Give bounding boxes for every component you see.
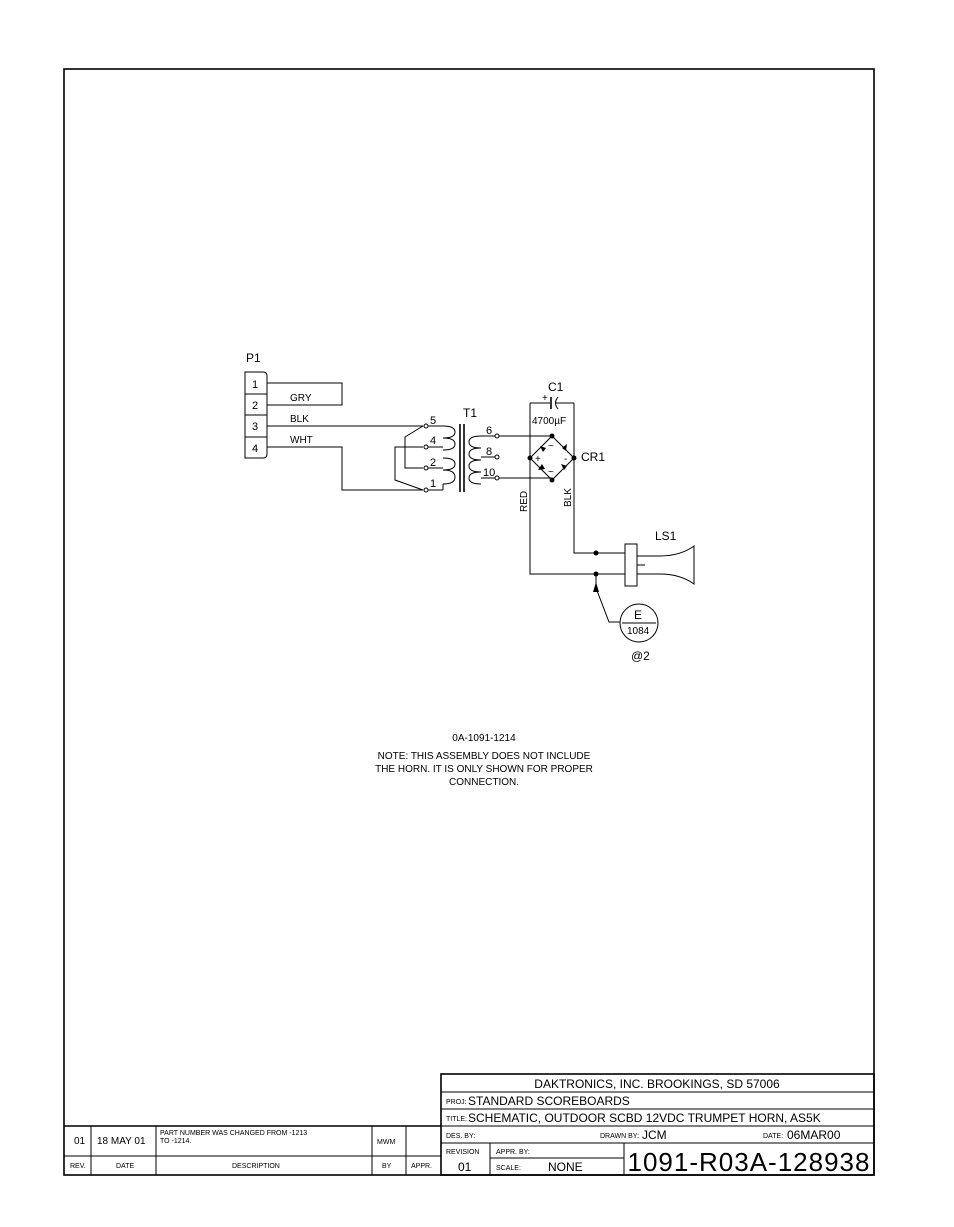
t1-pin-4: 4: [430, 435, 436, 447]
capacitor-ref: C1: [548, 380, 564, 394]
pin-4: 4: [252, 443, 258, 455]
rev-row-rev: 01: [74, 1136, 86, 1147]
drawing-border: [63, 68, 875, 1176]
scale-value: NONE: [548, 1160, 583, 1174]
des-by-label: DES. BY:: [446, 1133, 475, 1140]
revision-value: 01: [458, 1160, 472, 1174]
pin-3: 3: [252, 421, 258, 433]
rev-row-desc-2: TO -1214.: [160, 1138, 191, 1145]
speaker-ls1: LS1: [624, 529, 695, 587]
bridge-plus: +: [535, 454, 541, 465]
rev-header-appr: APPR.: [411, 1163, 432, 1170]
proj-value: STANDARD SCOREBOARDS: [468, 1094, 630, 1108]
note-line-3: CONNECTION.: [449, 777, 519, 788]
drawn-by-value: JCM: [642, 1128, 667, 1142]
callout-sheet: @2: [631, 649, 650, 663]
bridge-ac-bottom: ~: [548, 467, 554, 478]
wire-label-blk-secondary: BLK: [563, 488, 574, 507]
speaker-ref: LS1: [655, 529, 677, 543]
rev-header-description: DESCRIPTION: [232, 1163, 280, 1170]
capacitor-polarity: +: [542, 393, 548, 404]
detail-callout: E 1084 @2: [593, 574, 659, 663]
capacitor-c1: C1 + 4700µF: [530, 380, 574, 427]
note-line-1: NOTE: THIS ASSEMBLY DOES NOT INCLUDE: [378, 751, 591, 762]
scale-label: SCALE:: [496, 1165, 521, 1172]
bridge-cr1: CR1 ~ ~ + -: [527, 433, 605, 483]
drawing-number: 1091-R03A-128938: [628, 1147, 871, 1177]
connector-ref: P1: [246, 351, 261, 365]
bridge-ref: CR1: [581, 450, 605, 464]
t1-pin-6: 6: [486, 425, 492, 437]
callout-letter: E: [634, 608, 642, 622]
connector-p1: P1 1 2 3 4: [244, 351, 268, 459]
wire-label-blk: BLK: [290, 414, 309, 425]
pin-2: 2: [252, 400, 258, 412]
date-label: DATE:: [763, 1133, 783, 1140]
wire-label-red: RED: [519, 491, 530, 512]
capacitor-value: 4700µF: [532, 416, 566, 427]
note-line-2: THE HORN. IT IS ONLY SHOWN FOR PROPER: [375, 764, 593, 775]
proj-label: PROJ:: [446, 1099, 467, 1106]
connector-body: [244, 371, 268, 459]
date-value: 06MAR00: [787, 1128, 841, 1142]
title-label: TITLE:: [446, 1116, 467, 1123]
title-value: SCHEMATIC, OUTDOOR SCBD 12VDC TRUMPET HO…: [468, 1111, 821, 1125]
t1-pin-2: 2: [430, 457, 436, 469]
t1-pin-10: 10: [483, 467, 495, 479]
part-number: 0A-1091-1214: [452, 733, 516, 744]
drawn-by-label: DRAWN BY:: [600, 1133, 639, 1140]
t1-pin-1: 1: [430, 478, 436, 490]
rev-header-by: BY: [382, 1163, 392, 1170]
t1-pin-5: 5: [430, 415, 436, 427]
appr-by-label: APPR. BY:: [496, 1149, 530, 1156]
rev-header-date: DATE: [116, 1163, 134, 1170]
rev-row-desc-1: PART NUMBER WAS CHANGED FROM -1213: [160, 1130, 307, 1137]
transformer-t1: T1 5 4 2 1 6 8 10: [423, 406, 500, 493]
company-line: DAKTRONICS, INC. BROOKINGS, SD 57006: [534, 1077, 780, 1091]
callout-number: 1084: [627, 626, 650, 637]
bridge-ac-top: ~: [548, 441, 554, 452]
wire-label-wht: WHT: [290, 435, 313, 446]
wire-label-gry: GRY: [290, 393, 312, 404]
bridge-minus: -: [564, 454, 567, 465]
revision-label: REVISION: [446, 1149, 479, 1156]
wiring-primary: GRY BLK WHT: [267, 382, 424, 491]
title-block: DAKTRONICS, INC. BROOKINGS, SD 57006 PRO…: [440, 1073, 875, 1177]
notes: 0A-1091-1214 NOTE: THIS ASSEMBLY DOES NO…: [375, 733, 593, 788]
wiring-secondary: RED BLK: [499, 403, 625, 577]
revision-block: 01 18 MAY 01 PART NUMBER WAS CHANGED FRO…: [64, 1125, 441, 1175]
rev-header-rev: REV.: [70, 1163, 86, 1170]
transformer-ref: T1: [463, 406, 477, 420]
pin-1: 1: [252, 379, 258, 391]
rev-row-date: 18 MAY 01: [97, 1136, 146, 1147]
rev-row-by: MWM: [377, 1139, 395, 1146]
t1-pin-8: 8: [486, 446, 492, 458]
